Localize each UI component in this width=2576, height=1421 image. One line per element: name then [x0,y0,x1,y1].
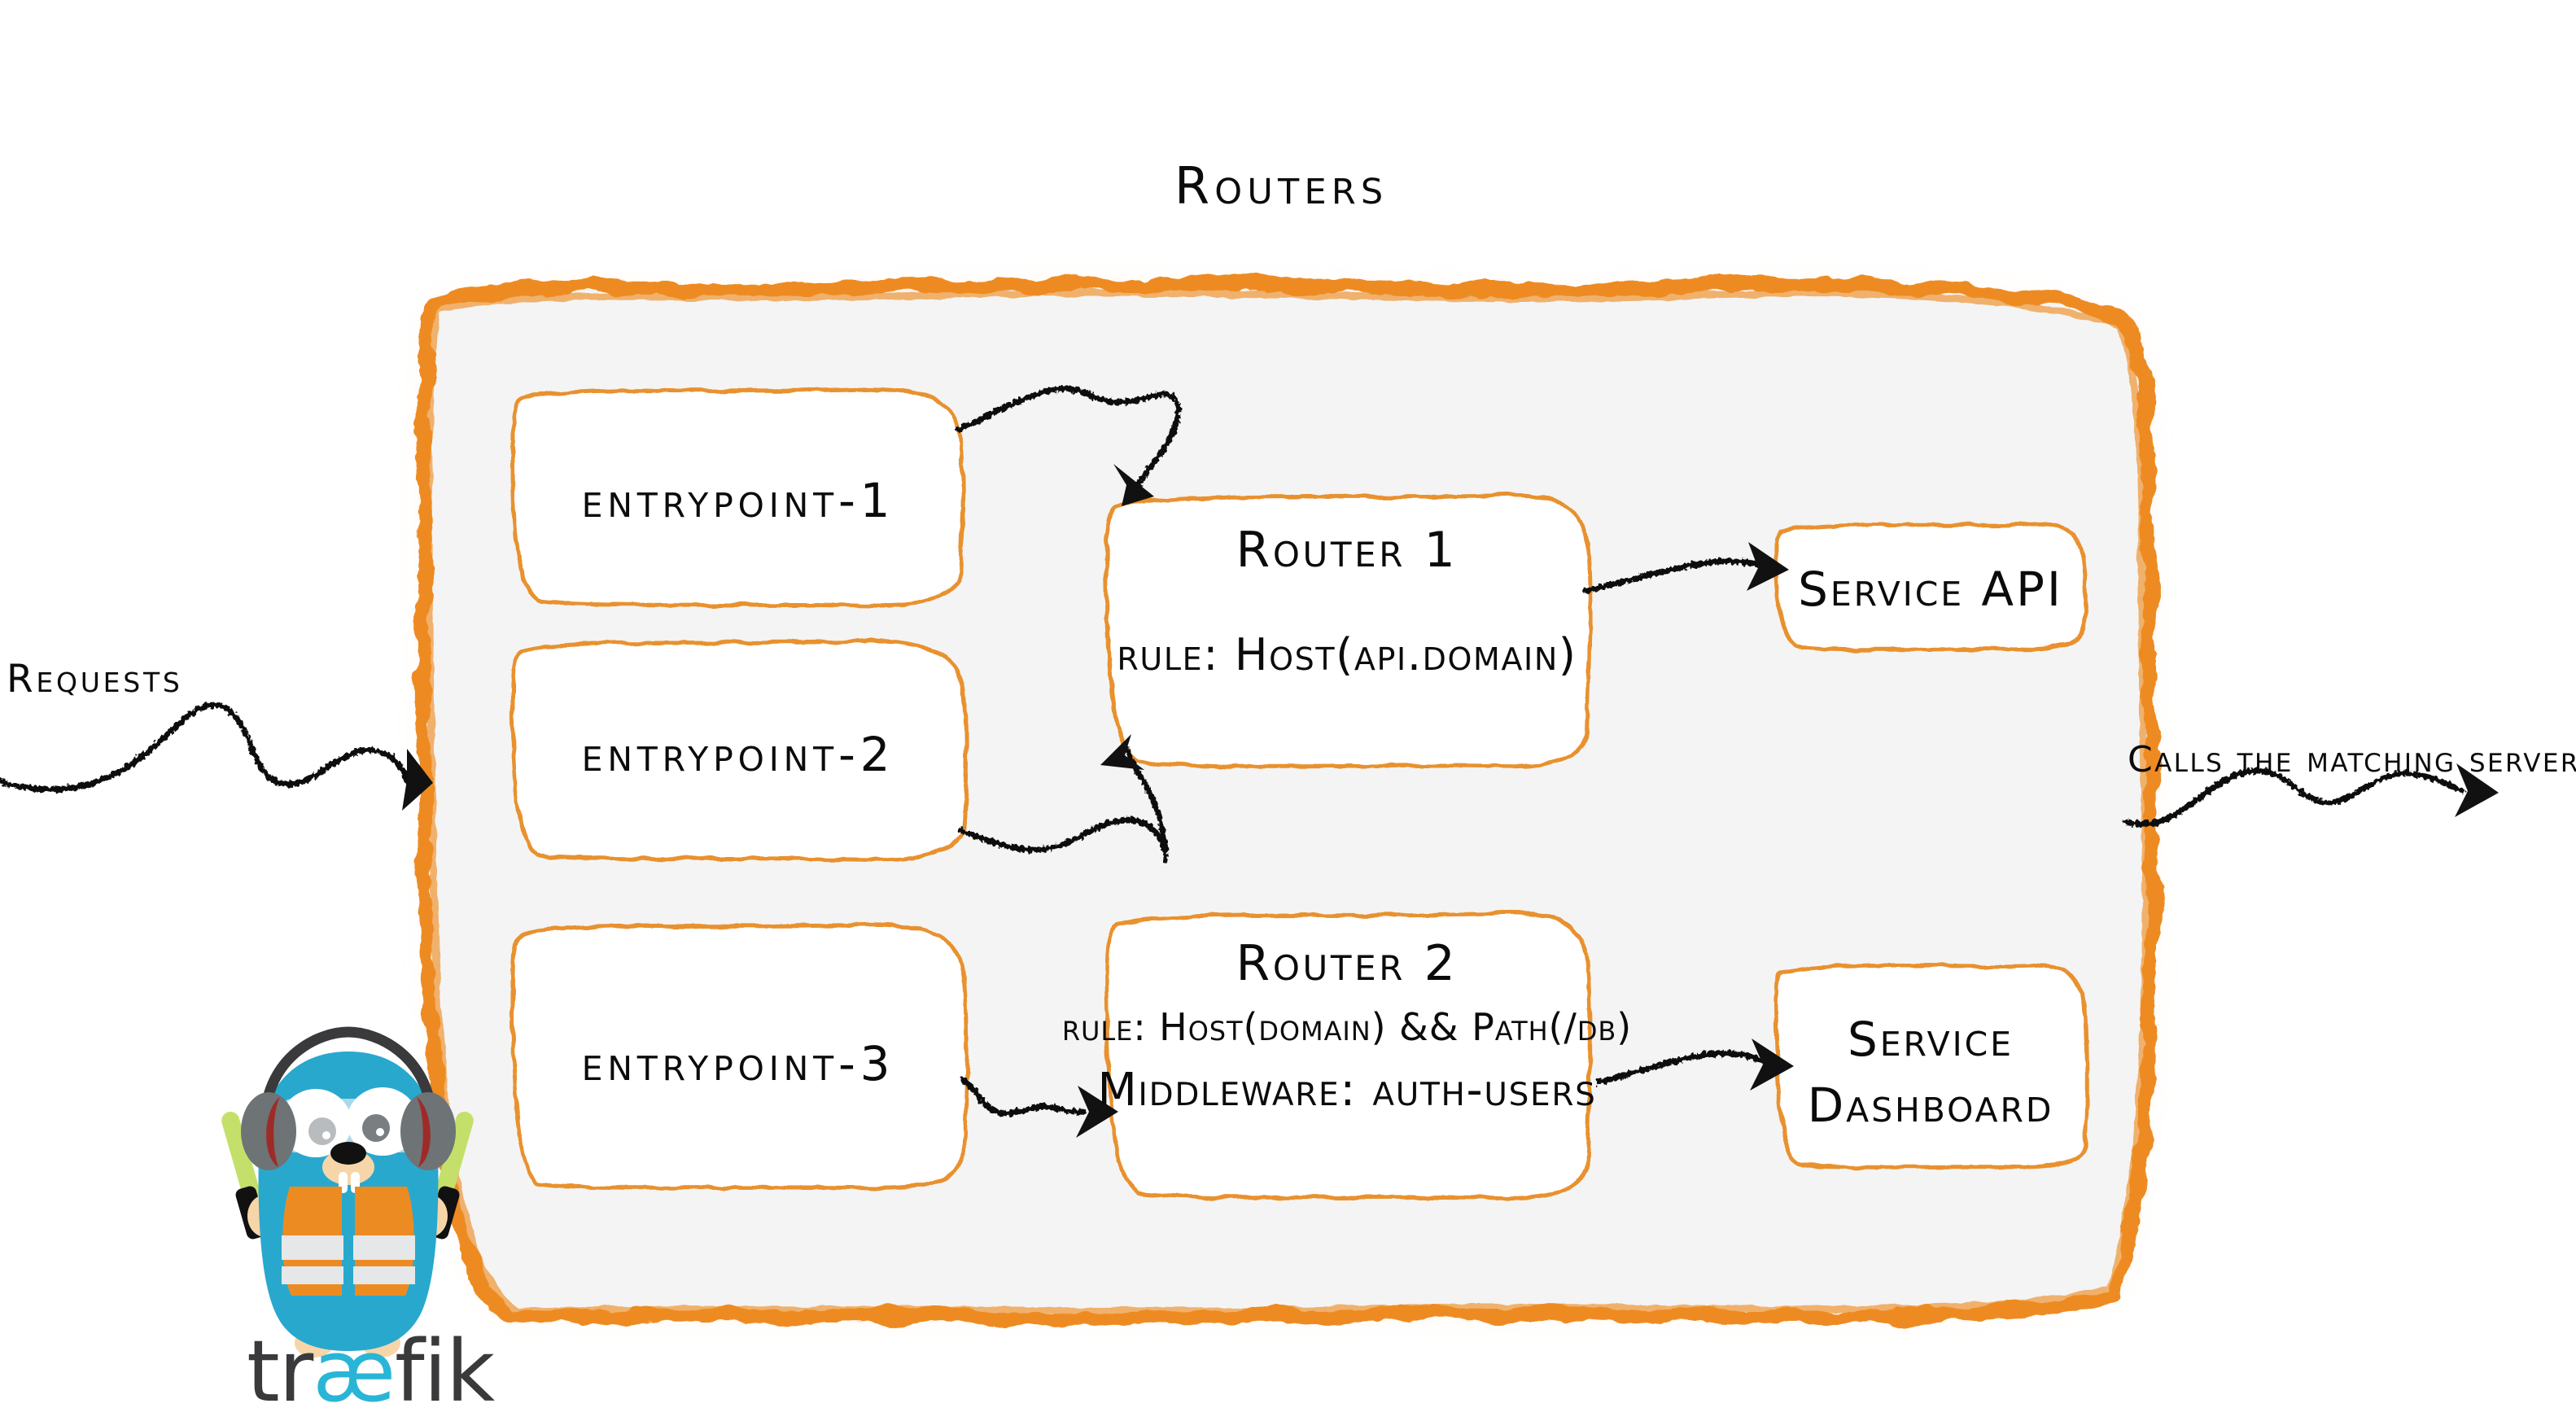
wordmark-pre: tr [247,1322,313,1421]
router-1-to-service-api-line [1582,558,1761,594]
entrypoint-2-to-router-1-line [957,745,1169,863]
router-2-title[interactable]: Router 2 [1236,934,1459,992]
router-2-to-service-dashboard-line [1595,1050,1768,1086]
entrypoint-2-label[interactable]: entrypoint-2 [581,726,895,782]
entrypoint-1-to-router-1-line [956,385,1181,496]
router-2-middleware[interactable]: Middleware: auth-users [1097,1063,1597,1117]
traefik-wordmark: træfik [232,1329,509,1414]
wordmark-post: fik [394,1322,495,1421]
router-1-rule[interactable]: rule: Host(api.domain) [1117,628,1577,680]
calls-the-matching-server-label: Calls the matching server [2128,739,2576,780]
requests-flow-line [0,702,410,793]
requests-label: Requests [7,657,183,702]
router-2-rule[interactable]: rule: Host(domain) && Path(/db) [1061,1005,1633,1050]
entrypoint-3-to-router-2-line [959,1076,1086,1117]
entrypoint-2-arrowhead [1100,734,1144,770]
router-1-title[interactable]: Router 1 [1236,521,1459,579]
wordmark-ae-ligature: æ [313,1322,396,1421]
service-dashboard-line-1: Service [1848,1012,2014,1068]
entrypoint-1-label[interactable]: entrypoint-1 [581,472,895,528]
service-api-label[interactable]: Service API [1798,561,2063,617]
traefik-logo: træfik [232,1021,509,1414]
requests-arrowhead [402,749,433,811]
page-title: Routers [1174,156,1389,216]
entrypoint-3-label[interactable]: entrypoint-3 [581,1035,895,1091]
entrypoint-1-arrowhead [1113,464,1154,506]
service-dashboard-line-2: Dashboard [1807,1078,2054,1133]
service-dashboard-label[interactable]: Service Dashboard [1776,977,2085,1169]
